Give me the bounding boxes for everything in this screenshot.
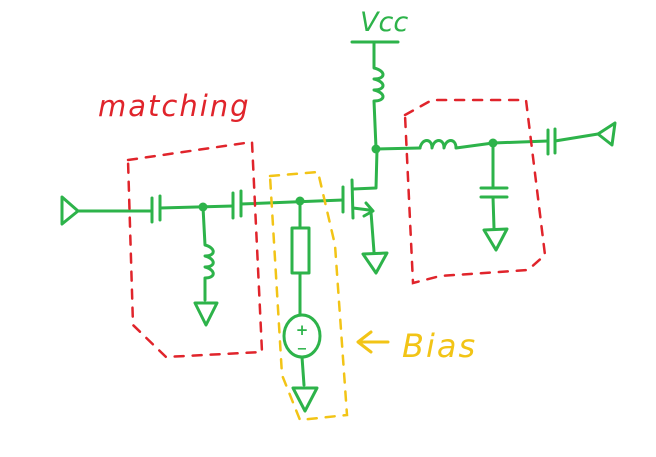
matching-label: matching: [98, 89, 251, 123]
source-plus-sign: +: [296, 321, 309, 339]
output-port: [596, 121, 617, 147]
input-capacitor: [150, 194, 162, 224]
output-matching-box: [403, 98, 547, 285]
ground-symbol-output: [482, 227, 509, 252]
bias-wire-bottom: [300, 355, 306, 387]
output-wire-end: [553, 132, 600, 143]
bias-arrow: [356, 330, 390, 354]
shunt-inductor: [201, 205, 215, 302]
ground-symbol-source: [361, 251, 389, 275]
bias-resistor: [290, 226, 311, 275]
source-minus-sign: −: [297, 342, 308, 357]
input-port: [60, 195, 80, 226]
output-wire: [491, 139, 550, 145]
bias-box: [268, 170, 349, 422]
supply-inductor: [372, 40, 385, 150]
drain-wire: [374, 146, 422, 151]
output-series-inductor: [418, 139, 495, 150]
ground-symbol-bias: [291, 386, 319, 413]
vcc-label: Vcc: [360, 7, 408, 38]
transistor: [341, 148, 379, 254]
ground-symbol-matching: [193, 301, 219, 327]
output-shunt-capacitor: [479, 186, 509, 199]
matching-wire: [158, 204, 235, 210]
output-shunt-wire-lower: [491, 195, 496, 230]
bias-label: Bias: [402, 327, 477, 365]
gate-wire: [239, 198, 345, 206]
input-matching-box: [126, 140, 264, 359]
